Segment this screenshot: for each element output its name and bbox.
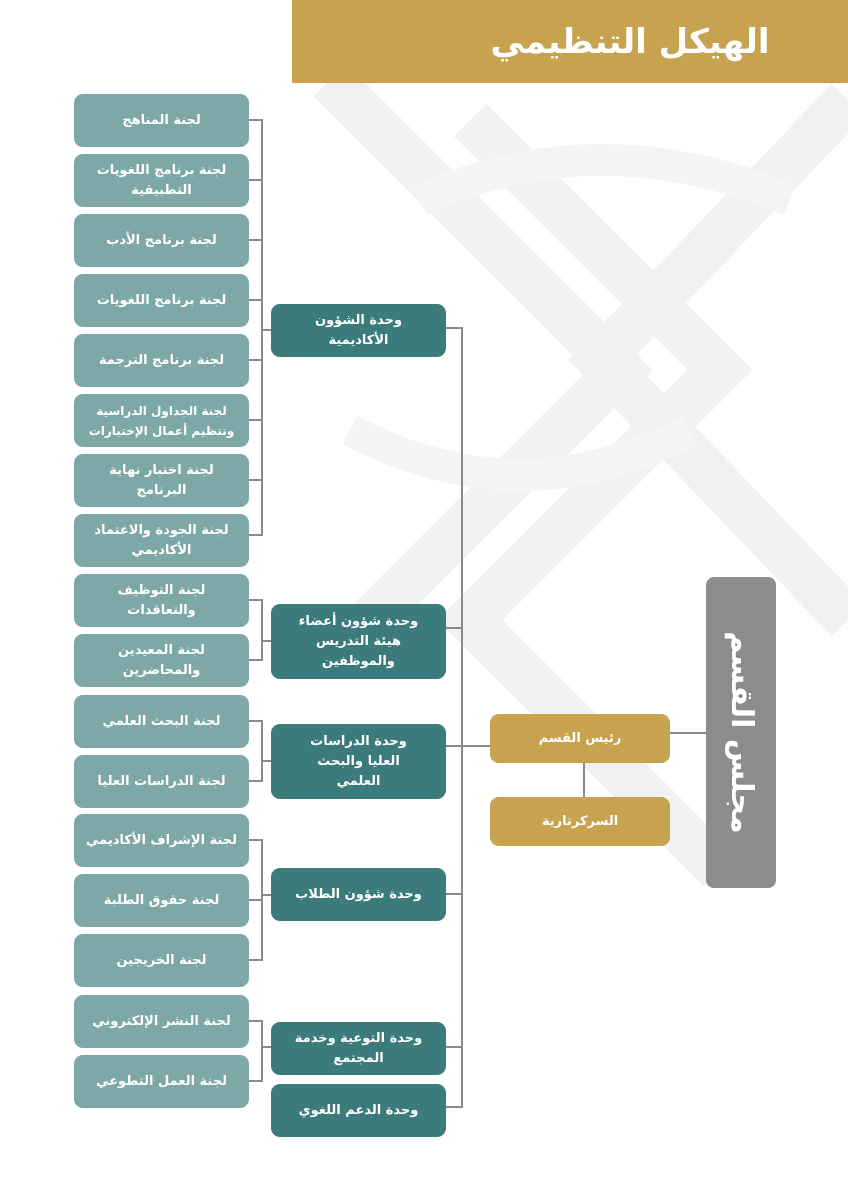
committee-label: لجنة اختبار نهاية البرنامج: [109, 462, 214, 498]
committee-box: لجنة برنامج الأدب: [74, 214, 249, 267]
department-head-label: رئيس القسم: [538, 730, 622, 746]
unit-community-service: وحدة التوعية وخدمة المجتمع: [271, 1022, 446, 1075]
committee-box: لجنة المعيدين والمحاضرين: [74, 634, 249, 687]
committee-box: لجنة برنامج اللغويات: [74, 274, 249, 327]
committee-box: لجنة الدراسات العليا: [74, 755, 249, 808]
unit-label: وحدة شؤون الطلاب: [295, 886, 422, 902]
unit-label: وحدة التوعية وخدمة المجتمع: [294, 1030, 423, 1066]
committee-label: لجنة برنامج الترجمة: [98, 352, 225, 368]
committee-label: لجنة الجودة والاعتماد الأكاديمي: [94, 522, 229, 558]
committee-box: لجنة برنامج الترجمة: [74, 334, 249, 387]
committee-label: لجنة الدراسات العليا: [97, 773, 226, 789]
committee-label: لجنة الإشراف الأكاديمي: [85, 832, 238, 848]
department-head-box: رئيس القسم: [490, 714, 670, 763]
committee-box: لجنة الجودة والاعتماد الأكاديمي: [74, 514, 249, 567]
committee-label: لجنة برنامج اللغويات: [96, 292, 227, 308]
unit-label: وحدة شؤون أعضاء هيئة التدريس والموظفين: [298, 613, 419, 669]
header-banner: الهيكل التنظيمي: [292, 0, 848, 83]
committee-label: لجنة الخريجين: [116, 952, 207, 968]
committee-box: لجنة المناهج: [74, 94, 249, 147]
unit-academic-affairs: وحدة الشؤون الأكاديمية: [271, 304, 446, 357]
committee-label: لجنة التوظيف والتعاقدات: [117, 582, 206, 618]
committee-box: لجنة العمل التطوعي: [74, 1055, 249, 1108]
unit-faculty-staff-affairs: وحدة شؤون أعضاء هيئة التدريس والموظفين: [271, 604, 446, 679]
department-council-box: مجلس القسم: [706, 577, 776, 888]
committee-label: لجنة النشر الإلكتروني: [92, 1013, 231, 1029]
committee-box: لجنة الجداول الدراسية وتنظيم أعمال الإخت…: [74, 394, 249, 447]
committee-label: لجنة حقوق الطلبة: [103, 892, 220, 908]
secretariat-label: السركرتارية: [541, 813, 619, 829]
committee-box: لجنة الإشراف الأكاديمي: [74, 814, 249, 867]
committee-box: لجنة النشر الإلكتروني: [74, 995, 249, 1048]
committee-label: لجنة المعيدين والمحاضرين: [118, 642, 205, 678]
unit-language-support: وحدة الدعم اللغوي: [271, 1084, 446, 1137]
committee-box: لجنة التوظيف والتعاقدات: [74, 574, 249, 627]
unit-graduate-studies-research: وحدة الدراسات العليا والبحث العلمي: [271, 724, 446, 799]
secretariat-box: السركرتارية: [490, 797, 670, 846]
committee-label: لجنة الجداول الدراسية وتنظيم أعمال الإخت…: [88, 403, 235, 438]
committee-box: لجنة برنامج اللغويات التطبيقية: [74, 154, 249, 207]
page-title: الهيكل التنظيمي: [490, 21, 770, 62]
unit-label: وحدة الشؤون الأكاديمية: [314, 312, 403, 348]
committee-label: لجنة العمل التطوعي: [96, 1073, 227, 1089]
unit-student-affairs: وحدة شؤون الطلاب: [271, 868, 446, 921]
committee-label: لجنة البحث العلمي: [102, 713, 221, 729]
unit-label: وحدة الدعم اللغوي: [298, 1102, 419, 1118]
unit-label: وحدة الدراسات العليا والبحث العلمي: [310, 733, 407, 789]
committee-box: لجنة حقوق الطلبة: [74, 874, 249, 927]
department-council-label: مجلس القسم: [723, 631, 759, 834]
committee-box: لجنة اختبار نهاية البرنامج: [74, 454, 249, 507]
committee-label: لجنة برنامج الأدب: [106, 232, 217, 248]
committee-box: لجنة البحث العلمي: [74, 695, 249, 748]
committee-label: لجنة المناهج: [122, 112, 201, 128]
committee-box: لجنة الخريجين: [74, 934, 249, 987]
committee-label: لجنة برنامج اللغويات التطبيقية: [96, 162, 227, 198]
